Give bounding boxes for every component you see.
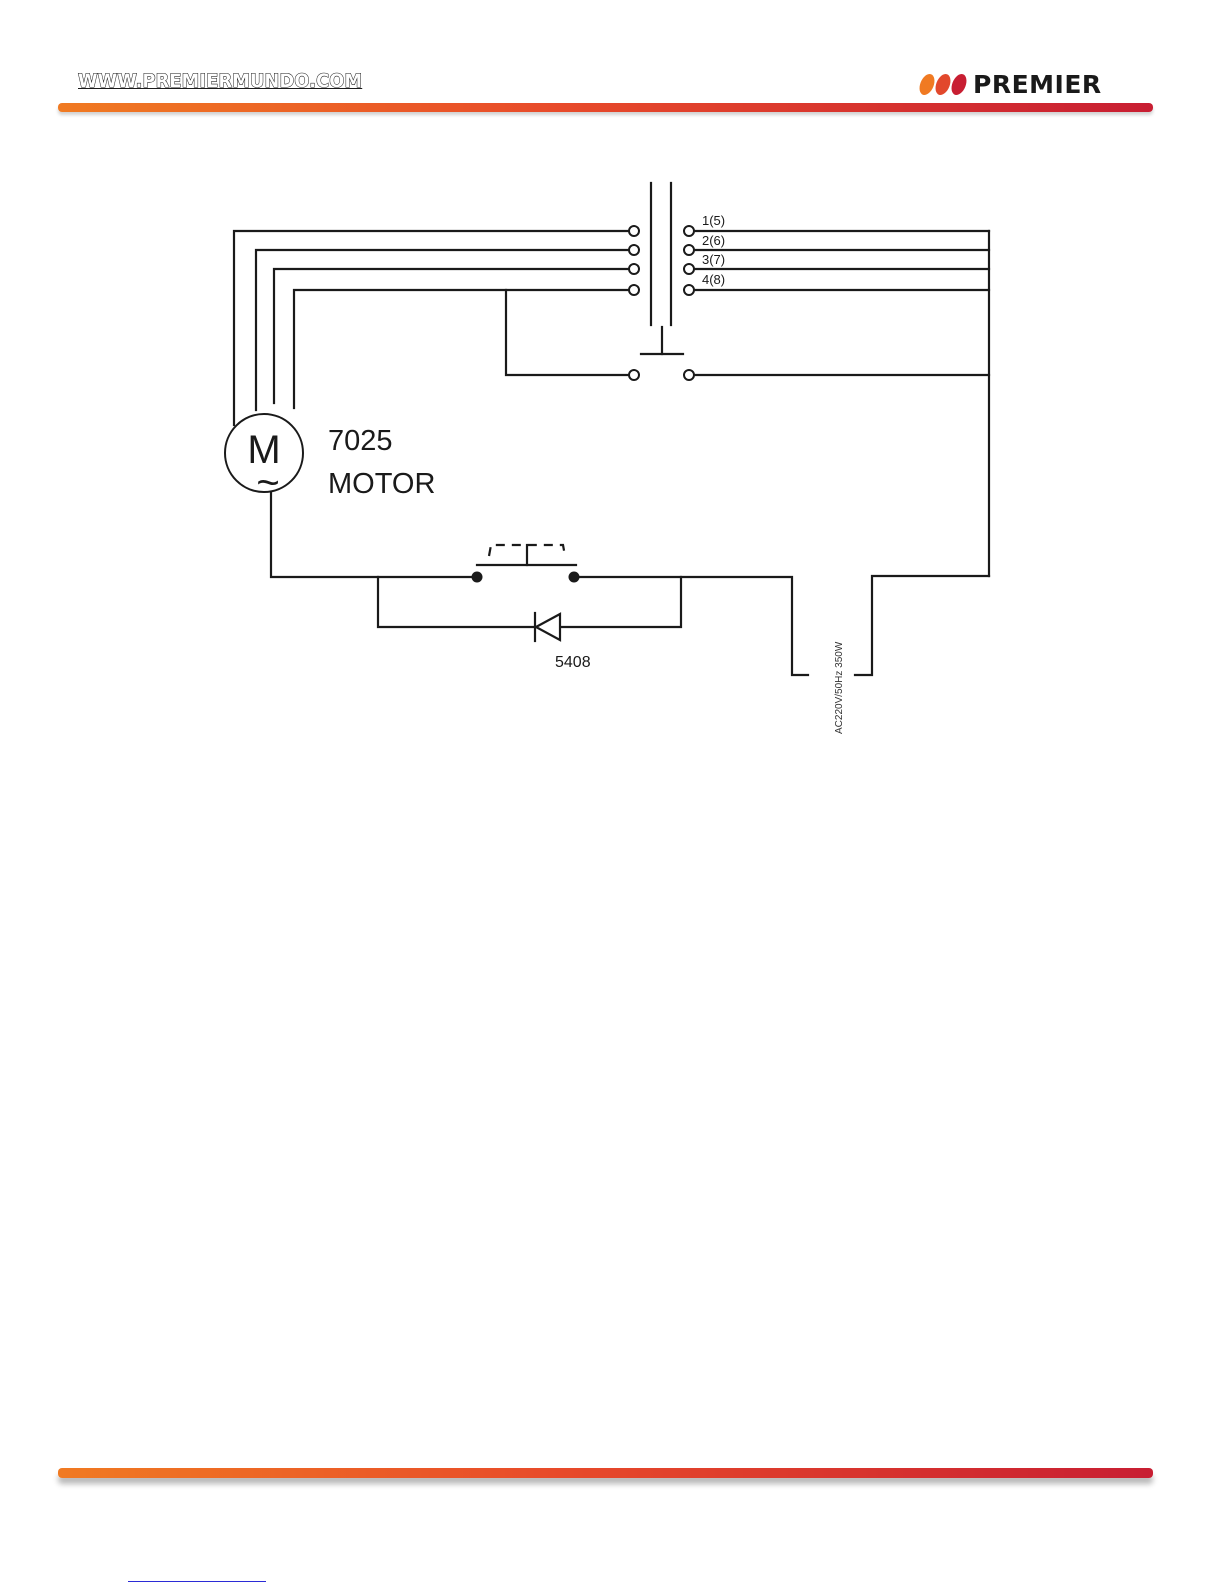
power-label: AC220V/50Hz 350W xyxy=(834,641,845,734)
push-switch-contact-left xyxy=(629,370,639,380)
footer-link-underline xyxy=(128,1581,266,1582)
contact-right-1 xyxy=(684,226,694,236)
contact-right-4 xyxy=(684,285,694,295)
terminal-label-2: 2(6) xyxy=(702,233,725,248)
speed-button-contact-right xyxy=(569,572,580,583)
motor-label: MOTOR xyxy=(328,468,435,500)
contact-right-2 xyxy=(684,245,694,255)
contact-left-3 xyxy=(629,264,639,274)
motor-model: 7025 xyxy=(328,425,393,457)
wire-to-power-right xyxy=(855,576,989,675)
wire-speed-4 xyxy=(294,290,634,408)
diode-triangle xyxy=(536,614,560,640)
motor-ac-symbol: ~ xyxy=(256,461,279,505)
terminal-label-1: 1(5) xyxy=(702,213,725,228)
wire-speed-2 xyxy=(256,250,634,410)
wire-motor-bottom xyxy=(271,493,479,577)
footer-rule xyxy=(58,1468,1153,1478)
terminal-label-3: 3(7) xyxy=(702,252,725,267)
diode-label: 5408 xyxy=(555,654,591,671)
contact-left-4 xyxy=(629,285,639,295)
wire-push-switch-left xyxy=(506,290,628,375)
contact-left-1 xyxy=(629,226,639,236)
wire-diode-right xyxy=(561,577,681,627)
wire-diode-left xyxy=(378,577,533,627)
speed-button-contact-left xyxy=(472,572,483,583)
contact-right-3 xyxy=(684,264,694,274)
push-switch-contact-right xyxy=(684,370,694,380)
terminal-label-4: 4(8) xyxy=(702,272,725,287)
contact-left-2 xyxy=(629,245,639,255)
